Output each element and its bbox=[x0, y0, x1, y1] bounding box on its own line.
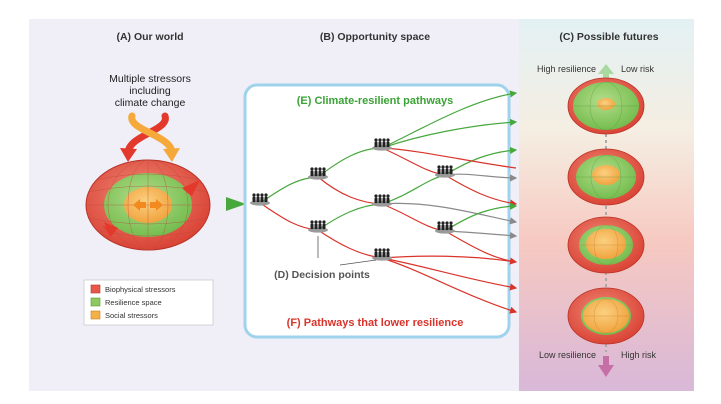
high-risk-label: High risk bbox=[621, 350, 657, 360]
world-globe bbox=[85, 159, 211, 251]
low-risk-label: Low risk bbox=[621, 64, 655, 74]
climate-resilient-pathways-label: (E) Climate-resilient pathways bbox=[297, 95, 454, 107]
axis-arrow-up bbox=[598, 64, 614, 80]
opportunity-space-box bbox=[243, 83, 511, 339]
low-resilience-label: Low resilience bbox=[539, 350, 596, 360]
stressors-line-3: climate change bbox=[115, 97, 186, 109]
legend: Biophysical stressors Resilience space S… bbox=[83, 279, 214, 326]
axis-arrow-down bbox=[598, 356, 614, 377]
decision-points-label: (D) Decision points bbox=[274, 269, 370, 281]
high-resilience-label: High resilience bbox=[537, 64, 596, 74]
decision-pointer-2 bbox=[339, 259, 377, 266]
panel-c-title: (C) Possible futures bbox=[559, 31, 658, 43]
future-globe-2 bbox=[567, 148, 645, 206]
panel-a-title: (A) Our world bbox=[116, 31, 183, 43]
legend-swatch-resilience bbox=[90, 297, 101, 307]
legend-swatch-biophysical bbox=[90, 284, 101, 294]
legend-label-biophysical: Biophysical stressors bbox=[105, 285, 176, 294]
panel-b-title: (B) Opportunity space bbox=[320, 31, 430, 43]
stressors-line-2: including bbox=[129, 85, 171, 97]
crossing-stressor-arrows bbox=[120, 112, 180, 162]
legend-label-resilience: Resilience space bbox=[105, 298, 162, 307]
legend-swatch-social bbox=[90, 310, 101, 320]
futures-axis bbox=[598, 64, 614, 377]
pathways-lower-resilience-label: (F) Pathways that lower resilience bbox=[287, 317, 464, 329]
future-globe-4 bbox=[567, 287, 645, 345]
stressors-label: Multiple stressors including climate cha… bbox=[109, 73, 191, 109]
future-globe-3 bbox=[567, 216, 645, 274]
connector-arrow bbox=[226, 197, 246, 211]
stressors-line-1: Multiple stressors bbox=[109, 73, 191, 85]
future-globe-1 bbox=[567, 77, 645, 135]
legend-label-social: Social stressors bbox=[105, 311, 158, 320]
